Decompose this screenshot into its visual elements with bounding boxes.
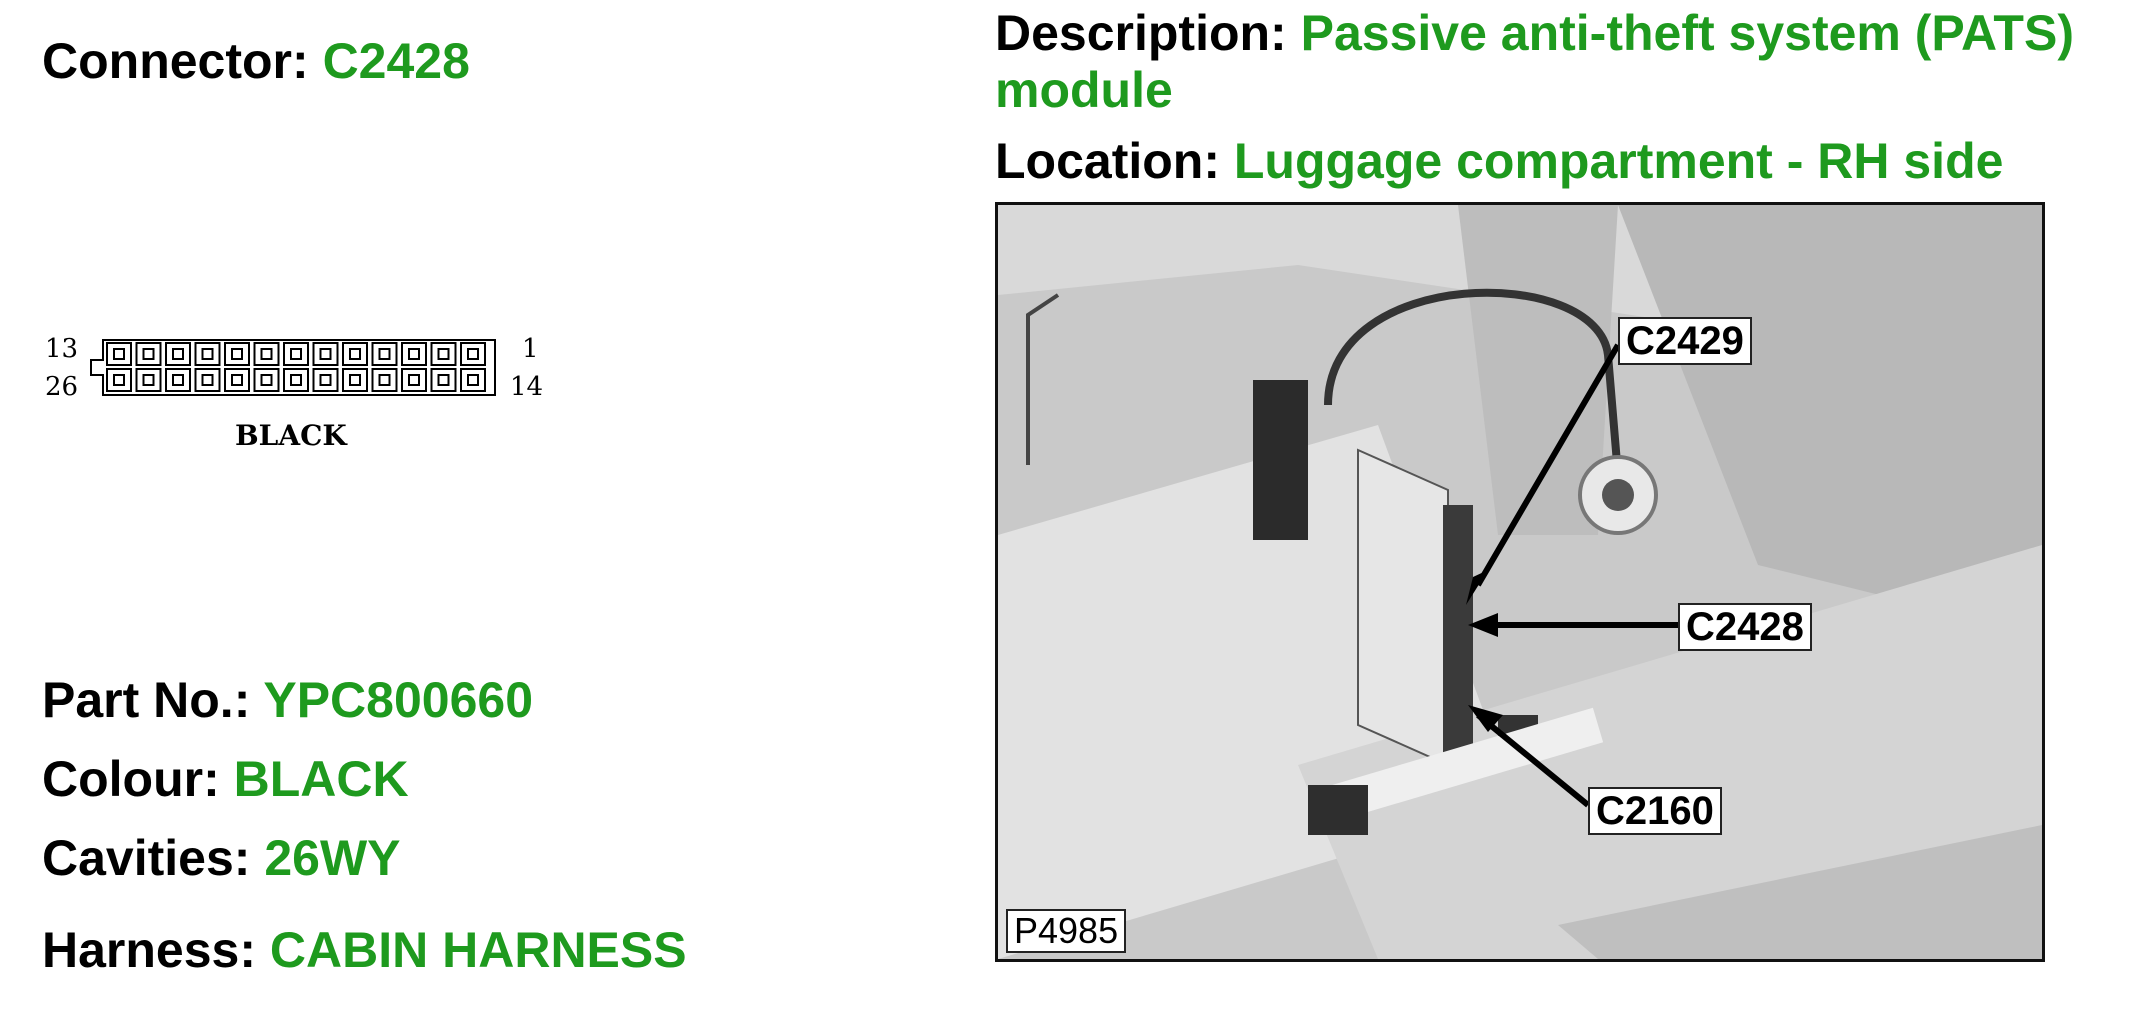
colour-field: Colour: BLACK — [42, 751, 409, 808]
cavity-pin — [408, 374, 420, 386]
cavity-pin — [437, 374, 450, 386]
cavity-cell — [165, 342, 191, 366]
description-field: Description: Passive anti-theft system (… — [995, 5, 2125, 119]
cavity-cell — [224, 342, 250, 366]
harness-label: Harness: — [42, 922, 256, 978]
cavity-cell — [224, 368, 250, 392]
cavities-field: Cavities: 26WY — [42, 830, 401, 887]
cavity-cell — [283, 342, 309, 366]
cavity-pin — [467, 374, 479, 386]
pin-14-label: 14 — [510, 372, 543, 402]
cavity-pin — [467, 348, 479, 360]
cavities-value: 26WY — [264, 830, 401, 886]
cavity-cell — [430, 342, 457, 366]
cavity-cell — [135, 342, 162, 366]
connector-housing-outline — [90, 339, 496, 396]
pin-13-label: 13 — [45, 334, 78, 364]
cavity-pin — [349, 374, 361, 386]
part-number-label: Part No.: — [42, 672, 251, 728]
cavity-cell — [106, 342, 132, 366]
colour-label: Colour: — [42, 751, 220, 807]
cavity-pin — [319, 348, 332, 360]
callout-c2428: C2428 — [1678, 603, 1812, 651]
cavity-pin — [231, 348, 243, 360]
cavity-pin — [231, 374, 243, 386]
cavity-pin — [349, 348, 361, 360]
location-photo: C2429 C2428 C2160 P4985 — [995, 202, 2045, 962]
cavity-pin — [172, 348, 184, 360]
colour-value: BLACK — [233, 751, 409, 807]
part-number-value: YPC800660 — [263, 672, 534, 728]
cavity-cell — [401, 342, 427, 366]
cavity-cell — [165, 368, 191, 392]
pin-1-label: 1 — [522, 334, 539, 364]
cavity-pin — [260, 348, 273, 360]
cavity-cell — [312, 368, 339, 392]
cavity-pin — [437, 348, 450, 360]
cavity-pin — [172, 374, 184, 386]
cavity-cell — [283, 368, 309, 392]
photo-reference-id: P4985 — [1006, 909, 1127, 953]
cavity-cell — [253, 342, 280, 366]
location-label: Location: — [995, 133, 1220, 189]
cavity-cell — [460, 342, 486, 366]
cavity-cell — [135, 368, 162, 392]
cavity-cell — [401, 368, 427, 392]
cavity-pin — [260, 374, 273, 386]
cavity-cell — [253, 368, 280, 392]
callout-c2160: C2160 — [1588, 787, 1722, 835]
cavity-cell — [194, 368, 221, 392]
description-value: Passive anti-theft system (PATS) module — [995, 5, 2074, 118]
diagram-colour-label: BLACK — [235, 419, 348, 452]
part-number-field: Part No.: YPC800660 — [42, 672, 533, 729]
cavity-pin — [142, 348, 155, 360]
pin-26-label: 26 — [45, 372, 78, 402]
cavity-pin — [142, 374, 155, 386]
cavity-cell — [106, 368, 132, 392]
cavity-cell — [460, 368, 486, 392]
cavity-pin — [201, 374, 214, 386]
cavity-grid — [106, 342, 486, 392]
location-value: Luggage compartment - RH side — [1233, 133, 2004, 189]
cavity-pin — [290, 374, 302, 386]
connector-face-svg: 13 26 1 14 BLACK — [45, 334, 543, 452]
connector-face-diagram: 13 26 1 14 BLACK — [35, 315, 555, 475]
connector-label: Connector: — [42, 33, 309, 89]
cavity-pin — [378, 374, 391, 386]
cavity-pin — [319, 374, 332, 386]
cavity-cell — [342, 368, 368, 392]
cavity-cell — [430, 368, 457, 392]
cavity-cell — [194, 342, 221, 366]
description-label: Description: — [995, 5, 1287, 61]
luggage-compartment-illustration — [998, 205, 2042, 959]
cavity-cell — [371, 342, 398, 366]
harness-field: Harness: CABIN HARNESS — [42, 922, 687, 979]
cavity-pin — [201, 348, 214, 360]
harness-value: CABIN HARNESS — [269, 922, 687, 978]
cavity-pin — [378, 348, 391, 360]
cavities-label: Cavities: — [42, 830, 251, 886]
cavity-cell — [342, 342, 368, 366]
cavity-pin — [113, 374, 125, 386]
cavity-pin — [290, 348, 302, 360]
connector-value: C2428 — [322, 33, 470, 89]
cavity-cell — [371, 368, 398, 392]
location-field: Location: Luggage compartment - RH side — [995, 133, 2003, 190]
cavity-pin — [113, 348, 125, 360]
cavity-pin — [408, 348, 420, 360]
connector-field: Connector: C2428 — [42, 33, 470, 90]
callout-c2429: C2429 — [1618, 317, 1752, 365]
cavity-cell — [312, 342, 339, 366]
